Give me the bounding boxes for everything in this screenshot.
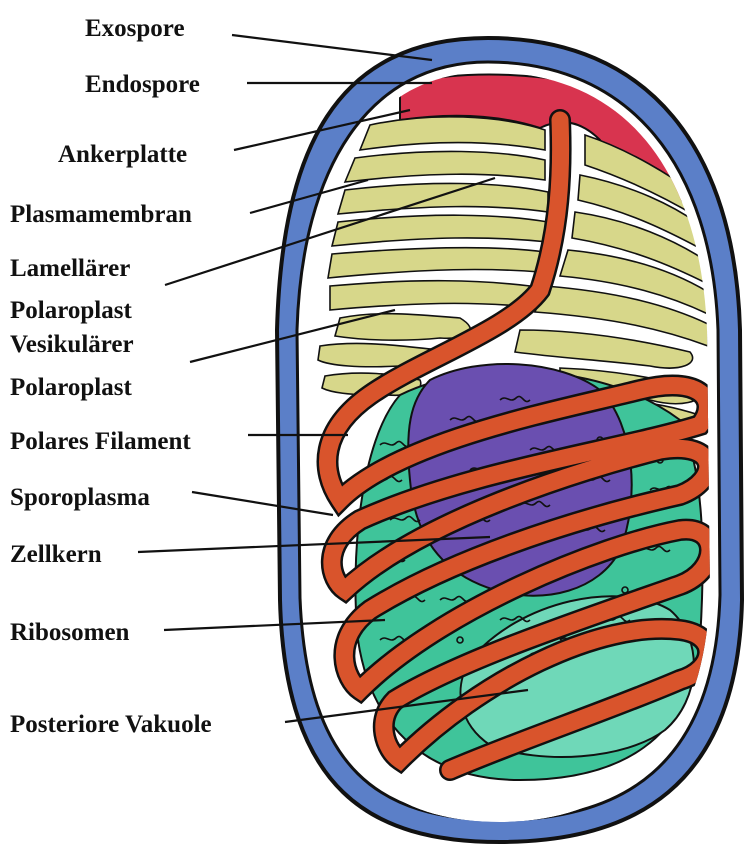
label-vesicular-line1: Vesikulärer: [10, 331, 134, 358]
label-plasmamembran: Plasmamembran: [10, 201, 192, 228]
label-zellkern: Zellkern: [10, 541, 102, 568]
label-ribosomen: Ribosomen: [10, 619, 130, 646]
label-endospore: Endospore: [85, 71, 200, 98]
leader-exospore: [232, 35, 432, 60]
label-ankerplatte: Ankerplatte: [58, 141, 187, 168]
label-sporoplasma: Sporoplasma: [10, 484, 150, 511]
label-vesicular-line2: Polaroplast: [10, 374, 132, 401]
label-lamellar-line2: Polaroplast: [10, 297, 132, 324]
label-posterior-vacuole: Posteriore Vakuole: [10, 711, 212, 738]
label-polar-filament: Polares Filament: [10, 428, 191, 455]
label-exospore: Exospore: [85, 15, 185, 42]
spore-body: [277, 38, 742, 842]
label-lamellar-line1: Lamellärer: [10, 255, 130, 282]
